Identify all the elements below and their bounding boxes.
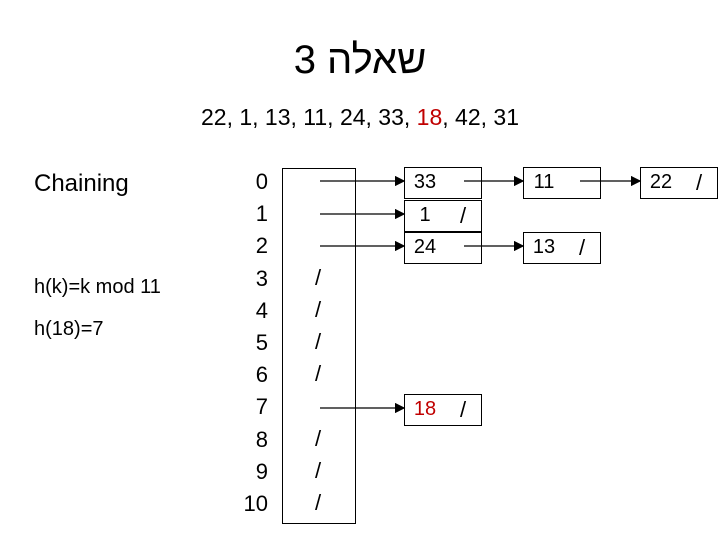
sequence-before: 22, 1, 13, 11, 24, 33, bbox=[200, 104, 417, 130]
slot-index-6: 6 bbox=[255, 362, 268, 388]
node-1: 1 / bbox=[404, 200, 482, 232]
null-slot-marker: / bbox=[314, 490, 322, 515]
null-slot-marker: / bbox=[314, 425, 322, 451]
null-slot-marker: / bbox=[314, 361, 322, 387]
slot-index-1: 1 bbox=[255, 201, 268, 227]
slot-index-3: 3 bbox=[255, 265, 268, 291]
null-next-marker: / bbox=[578, 235, 586, 260]
slot-index-10: 10 bbox=[243, 491, 268, 516]
node-value: 13 bbox=[532, 236, 556, 258]
slot-index-8: 8 bbox=[255, 426, 268, 452]
node-value: 24 bbox=[413, 236, 437, 258]
null-slot-marker: / bbox=[314, 264, 322, 290]
sequence-highlight: 18 bbox=[416, 104, 443, 130]
sequence-after: , 42, 31 bbox=[442, 104, 519, 130]
slot-index-0: 0 bbox=[255, 169, 268, 194]
node-18: 18 / bbox=[404, 394, 482, 426]
slot-index-4: 4 bbox=[255, 297, 268, 323]
node-11: 11 bbox=[523, 167, 601, 199]
key-sequence: 22, 1, 13, 11, 24, 33, 18, 42, 31 bbox=[0, 104, 720, 131]
null-slot-marker: / bbox=[314, 457, 322, 483]
slot-index-5: 5 bbox=[255, 330, 268, 355]
null-next-marker: / bbox=[459, 203, 467, 228]
hash-table bbox=[282, 168, 356, 524]
node-22: 22 / bbox=[640, 167, 718, 199]
node-value: 33 bbox=[413, 171, 437, 193]
node-13: 13 / bbox=[523, 232, 601, 264]
hash-function-label: h(k)=k mod 11 bbox=[34, 276, 161, 298]
slot-index-2: 2 bbox=[255, 233, 268, 259]
null-slot-marker: / bbox=[314, 329, 322, 354]
node-value: 11 bbox=[533, 171, 555, 193]
hash-example-label: h(18)=7 bbox=[34, 318, 104, 340]
slot-index-9: 9 bbox=[255, 458, 268, 484]
page-title: שאלה 3 bbox=[293, 38, 427, 82]
null-next-marker: / bbox=[695, 170, 703, 195]
node-value: 1 bbox=[419, 204, 431, 226]
node-24: 24 bbox=[404, 232, 482, 264]
node-33: 33 bbox=[404, 167, 482, 199]
null-next-marker: / bbox=[459, 397, 467, 422]
method-label: Chaining bbox=[34, 170, 129, 197]
slot-index-7: 7 bbox=[255, 394, 268, 420]
node-value: 22 bbox=[649, 171, 673, 193]
node-value: 18 bbox=[413, 398, 437, 420]
null-slot-marker: / bbox=[314, 296, 322, 322]
